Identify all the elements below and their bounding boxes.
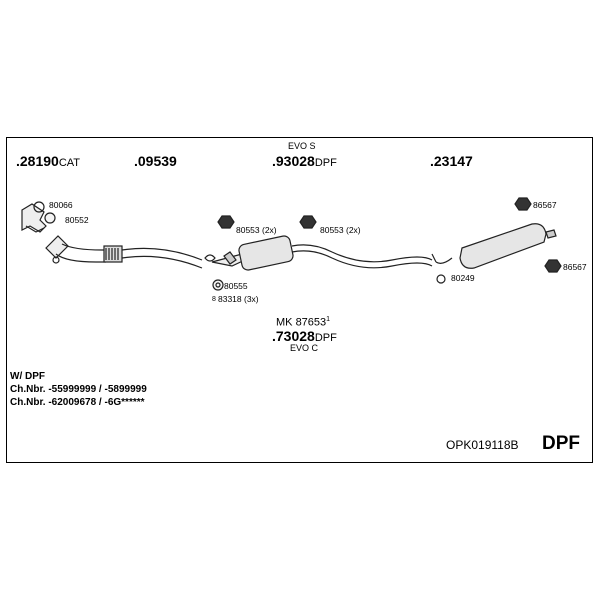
front-pipe-cat [45,235,108,264]
clamp-80249-icon [436,274,446,284]
ref-80553-b: 80553 (2x) [320,225,361,235]
rear-pipe-bend [431,253,453,264]
ref-80066: 80066 [49,200,73,210]
gasket-80552-icon [44,212,56,224]
rear-hanger-icon [514,197,562,273]
diagram-frame [6,137,593,463]
part-93028-note: EVO S [288,141,316,151]
ref-80553-a: 80553 (2x) [236,225,277,235]
ref-83318-mark: 8 [212,296,216,303]
diagram-code: OPK019118B [446,438,519,452]
info-line-2: Ch.Nbr. -55999999 / -5899999 [10,384,147,395]
info-block: W/ DPF Ch.Nbr. -55999999 / -5899999 Ch.N… [10,370,147,409]
part-93028: .93028DPF [272,153,337,169]
dpf-badge: DPF [542,433,580,454]
rear-silencer-23147 [459,223,557,269]
dpf-middle-box [211,235,433,271]
ref-80249: 80249 [451,273,475,283]
ref-86567-top: 86567 [533,200,557,210]
ref-80555: 80555 [224,281,248,291]
manifold-gasket-icon [21,203,47,233]
part-09539: .09539 [134,153,177,169]
flex-pipe-09539 [103,245,203,269]
clamp-80555-icon [204,254,224,291]
clamp-ring-icon [33,201,45,213]
part-23147: .23147 [430,153,473,169]
rubber-hanger-icon [217,215,317,229]
part-28190: .28190CAT [16,153,81,169]
part-73028: .73028DPF [272,328,337,344]
mounting-kit: MK 876531 [276,316,331,329]
info-line-1: W/ DPF [10,371,45,382]
ref-83318: 83318 (3x) [218,294,259,304]
ref-86567-bottom: 86567 [563,262,587,272]
info-line-3: Ch.Nbr. -62009678 / -6G****** [10,397,145,408]
part-73028-note: EVO C [290,343,319,353]
ref-80552: 80552 [65,215,89,225]
